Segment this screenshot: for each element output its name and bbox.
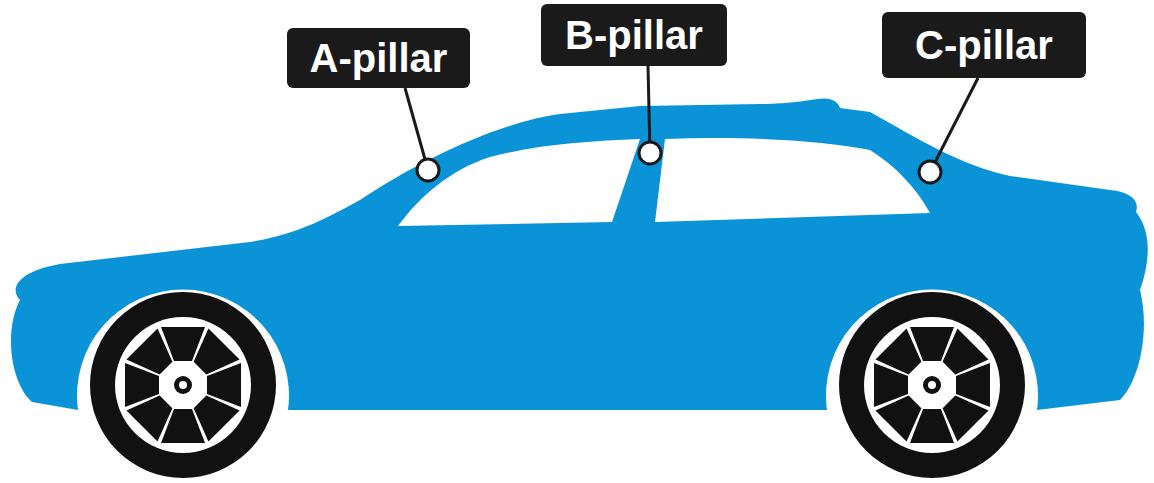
leader-line (648, 66, 650, 153)
leader-line (930, 78, 978, 172)
rear-window (655, 138, 930, 222)
pillar-label: A-pillar (310, 38, 448, 78)
pillar-marker (639, 142, 661, 164)
pillar-label-box: A-pillar (287, 28, 470, 88)
pillar-label-box: C-pillar (882, 12, 1086, 78)
pillar-label: B-pillar (565, 15, 703, 55)
rear-wheel (839, 292, 1025, 478)
front-window (398, 139, 640, 226)
pillar-marker (417, 159, 439, 181)
front-wheel (90, 292, 276, 478)
pillar-label-box: B-pillar (541, 4, 727, 66)
pillar-marker (919, 161, 941, 183)
pillar-label: C-pillar (915, 25, 1053, 65)
leader-line (405, 88, 428, 170)
